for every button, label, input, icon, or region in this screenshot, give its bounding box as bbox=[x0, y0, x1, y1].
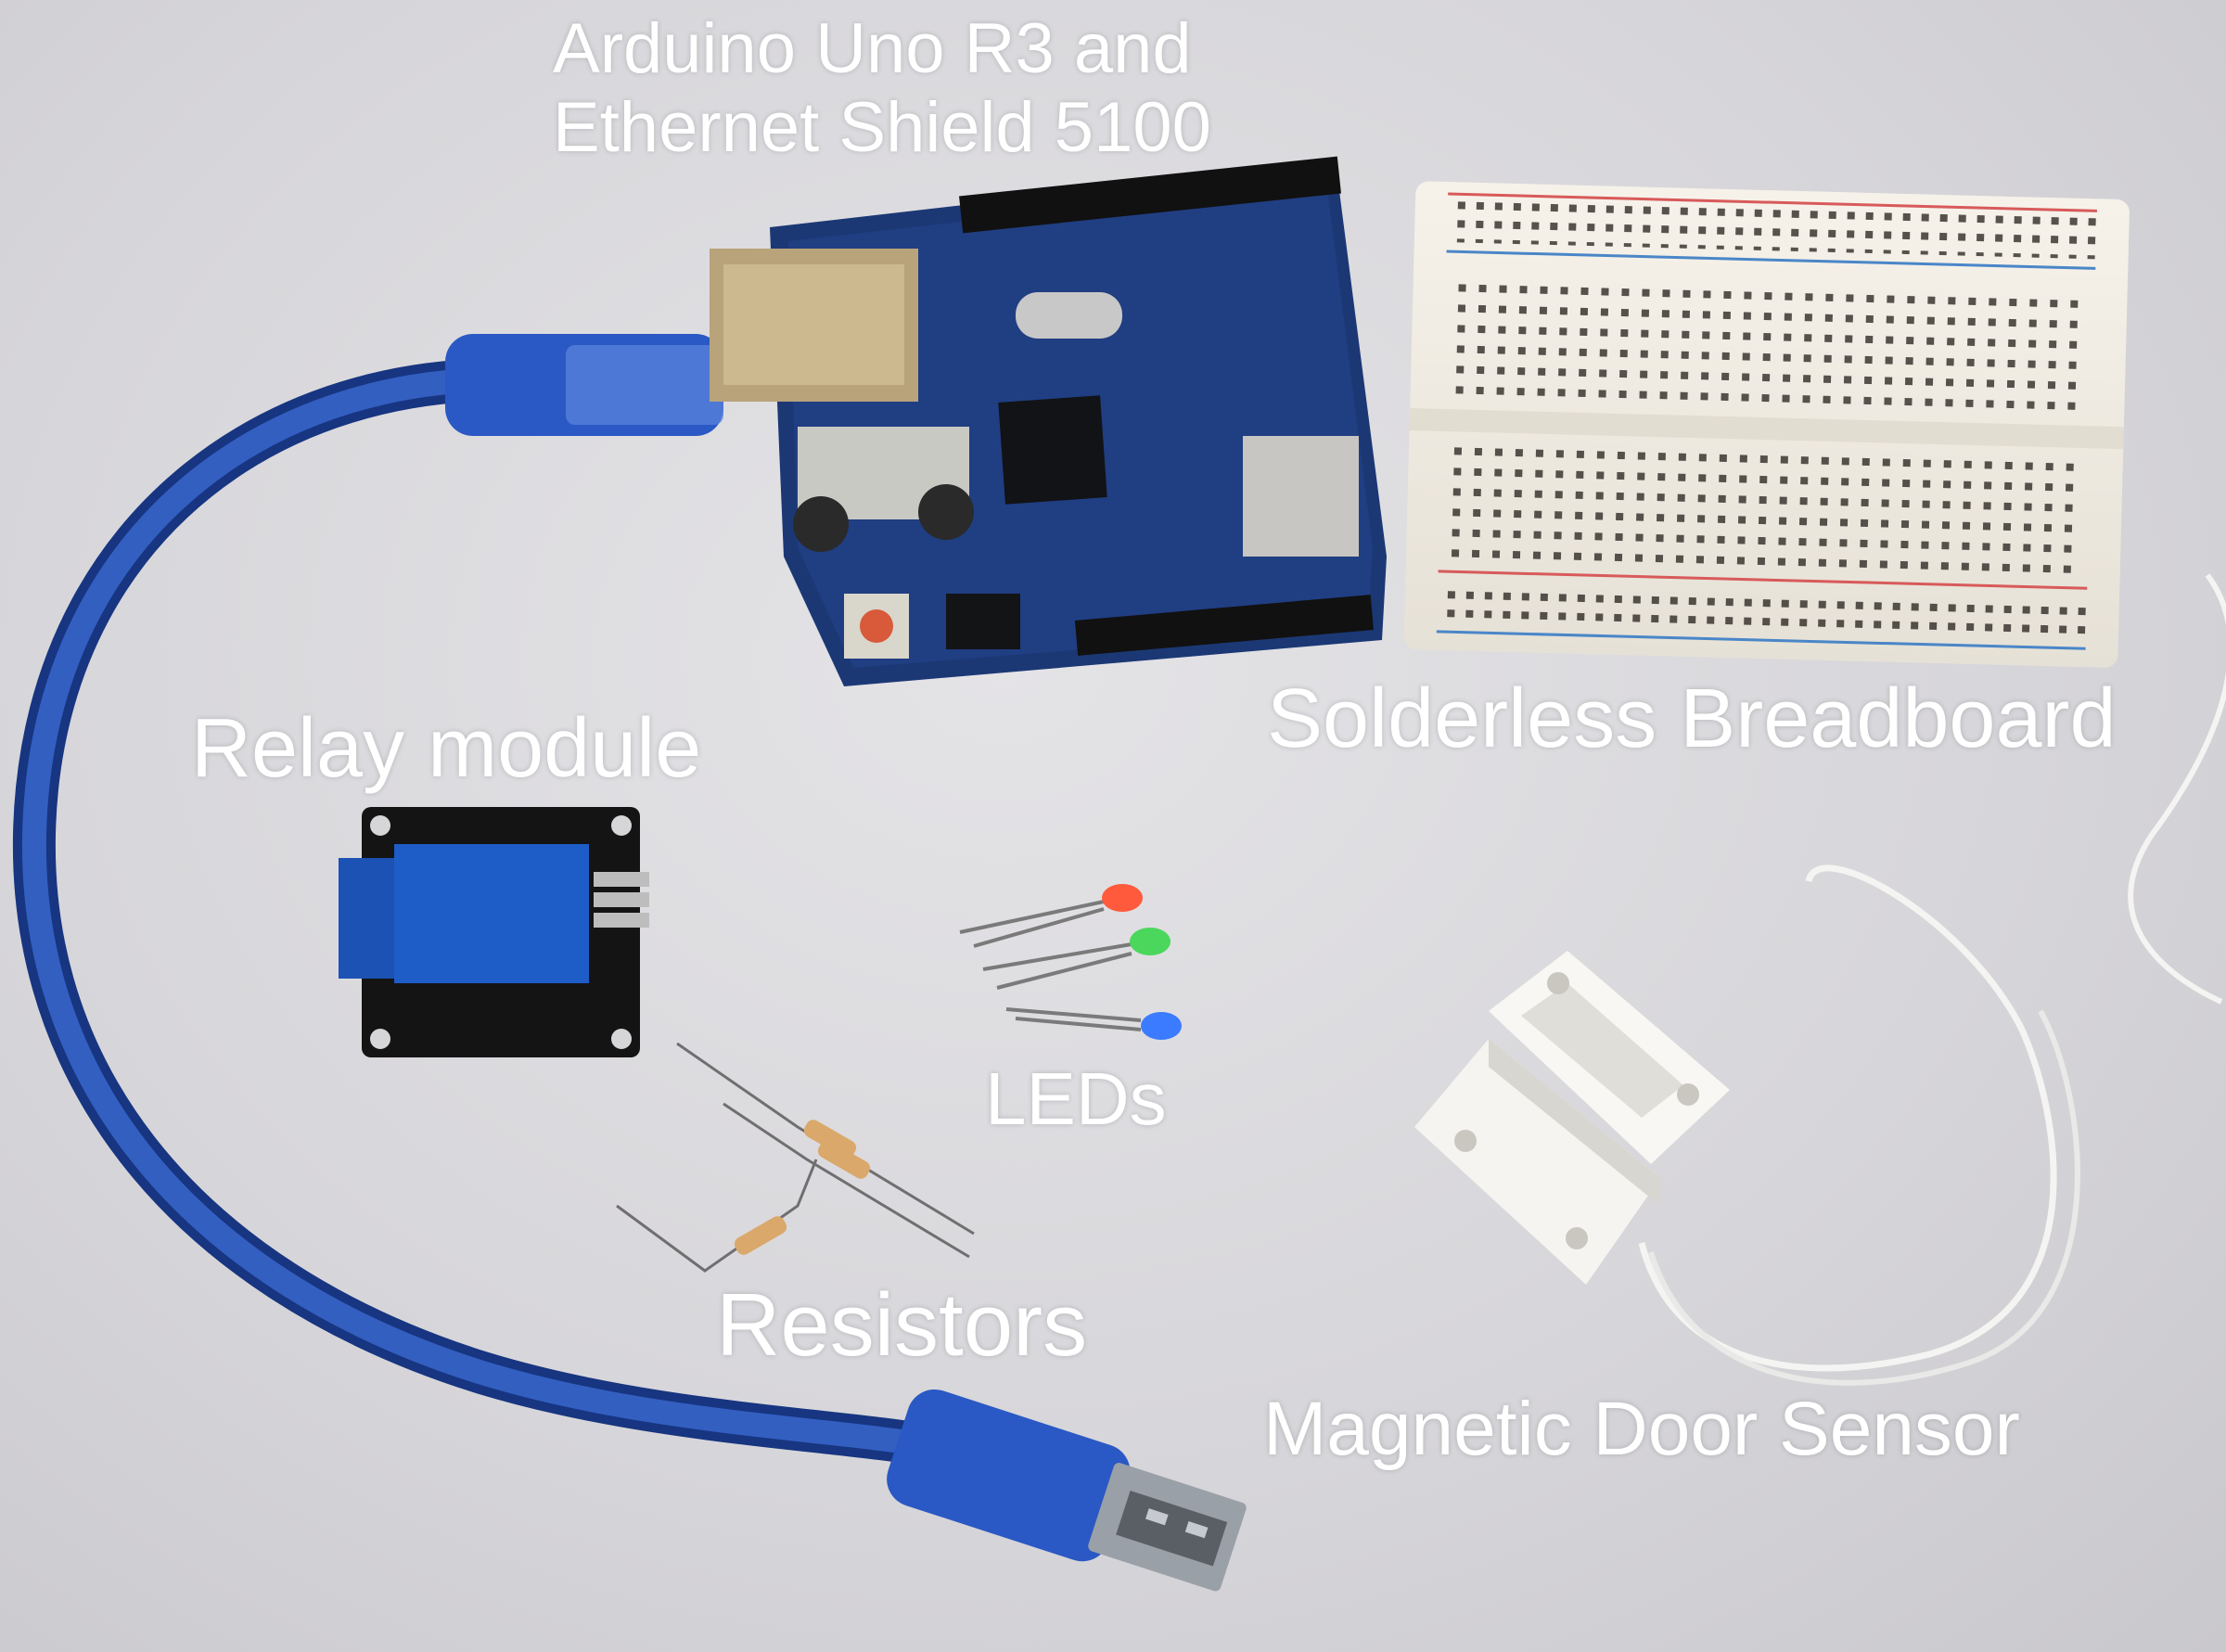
arduino-label-line2: Ethernet Shield 5100 bbox=[553, 88, 1211, 168]
usb-cable bbox=[12, 334, 1247, 1592]
leds bbox=[959, 884, 1182, 1040]
arduino-label-line1: Arduino Uno R3 and bbox=[553, 9, 1192, 88]
usb-a-connector bbox=[887, 1389, 1247, 1592]
green-led bbox=[1130, 928, 1171, 955]
breadboard-label: Solderless Breadboard bbox=[1267, 672, 2117, 765]
magnetic-door-sensor bbox=[1414, 573, 2226, 1386]
relay-module bbox=[339, 807, 649, 1057]
sd-card-slot bbox=[1243, 436, 1359, 557]
leds-label: LEDs bbox=[985, 1057, 1167, 1140]
resistors-label: Resistors bbox=[716, 1275, 1088, 1375]
resistors bbox=[616, 1042, 975, 1273]
arduino-board bbox=[710, 156, 1387, 686]
sensor-label: Magnetic Door Sensor bbox=[1263, 1387, 2020, 1471]
arduino-label: Arduino Uno R3 and Ethernet Shield 5100 bbox=[553, 9, 1211, 167]
red-led bbox=[1102, 884, 1143, 912]
breadboard bbox=[1403, 181, 2130, 668]
relay-label: Relay module bbox=[191, 702, 702, 795]
blue-led bbox=[1141, 1012, 1182, 1040]
